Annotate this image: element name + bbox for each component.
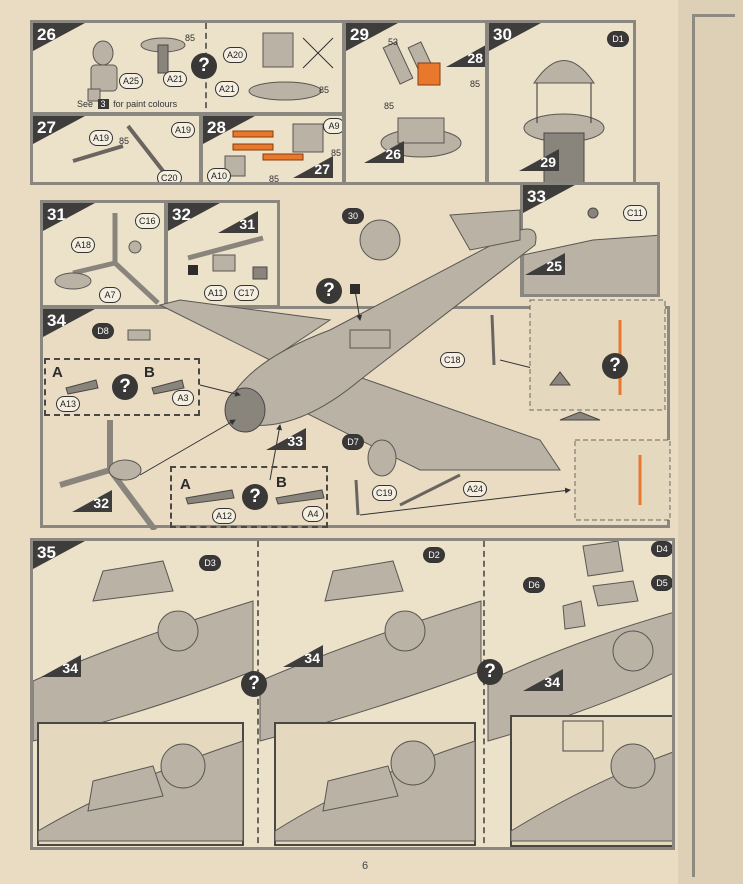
step-30-panel: 30 D1 29 [486,20,636,185]
question-mark-icon: ? [477,659,503,685]
part-callout: A4 [302,506,324,522]
question-mark-icon: ? [241,671,267,697]
part-callout: C20 [157,170,182,182]
part-label: 85 [384,101,395,111]
part-callout: A11 [204,285,228,301]
step-34-panel: 34 [40,306,670,528]
part-callout: A12 [212,508,237,524]
part-callout: D5 [651,575,672,591]
option-letter: A [180,476,191,493]
part-callout: C11 [623,205,647,221]
divider [483,541,485,847]
part-callout: C19 [372,485,397,501]
question-mark-icon: ? [242,484,268,510]
part-callout: D3 [199,555,221,571]
part-label: 85 [331,148,342,158]
step-29-panel: 29 53 28 85 85 26 [343,20,488,185]
paint-square-icon [350,284,360,294]
part-callout: D2 [423,547,445,563]
propeller-illustration [54,213,160,305]
part-callout: A13 [56,396,81,412]
part-callout: A19 [89,130,114,146]
part-callout: A18 [71,237,96,253]
exhaust-parts-illustration [185,489,325,505]
part-callout: A7 [99,287,121,303]
pilot-figure-illustration [87,32,334,102]
part-callout: A10 [207,168,232,182]
adjacent-page-frame [692,14,735,877]
part-callout: A21 [163,71,188,87]
question-mark-icon: ? [191,53,217,79]
paint-ref-icon: 3 [97,99,109,109]
option-letter: A [52,364,63,381]
part-label: 53 [388,37,399,47]
page-number: 6 [362,860,369,872]
gun-part-illustration [72,124,165,173]
question-mark-icon: ? [316,278,342,304]
part-callout: D1 [607,31,629,47]
step-31-panel: 31 C16 A18 A7 [40,200,167,308]
paint-note: See 3 for paint colours [77,99,178,109]
option-box-exhaust-2: A B A12 A4 ? [170,466,328,528]
part-callout: A9 [323,118,342,134]
instruction-sheet: 26 85 A21 A25 A20 A21 85 ? See 3 for pai… [0,0,690,884]
part-callout: D6 [523,577,545,593]
part-label: 85 [319,85,330,95]
tail-wheel-illustration [523,207,657,294]
part-callout: C17 [234,285,259,301]
step-26-panel: 26 85 A21 A25 A20 A21 85 ? See 3 for pai… [30,20,345,115]
propeller-hub-illustration [187,235,268,280]
option-box-exhaust: A B A13 A3 ? [44,358,200,416]
step-33-panel: 33 C11 25 [520,182,660,297]
part-callout: D8 [92,323,114,339]
option-letter: B [144,364,155,381]
part-callout: 30 [342,208,364,224]
step-35-panel: 35 [30,538,675,850]
part-label: 85 [470,79,481,89]
step-27-panel: 27 A19 85 A19 C20 [30,113,202,185]
canopy-variants-illustration [33,541,672,847]
step-28-panel: 28 A9 85 27 A10 85 [200,113,345,185]
aircraft-assembly-illustration [59,209,671,530]
part-callout: D7 [342,434,364,450]
part-callout: D4 [651,541,672,557]
part-label: 85 [185,33,196,43]
part-callout: A21 [215,81,240,97]
part-callout: C16 [135,213,160,229]
question-mark-icon: ? [112,374,138,400]
part-label: 85 [119,136,130,146]
part-callout: C18 [440,352,465,368]
question-mark-icon: ? [602,353,628,379]
part-callout: A3 [172,390,194,406]
part-callout: A25 [119,73,144,89]
part-callout: A20 [223,47,248,63]
step-32-panel: 32 31 A11 C17 [165,200,280,308]
part-callout: A19 [171,122,196,138]
part-callout: A24 [463,481,488,497]
part-label: 85 [269,174,280,184]
adjacent-page-edge [678,0,743,884]
option-letter: B [276,474,287,491]
gun-mount-illustration [224,123,324,177]
exhaust-parts-illustration [65,379,185,395]
